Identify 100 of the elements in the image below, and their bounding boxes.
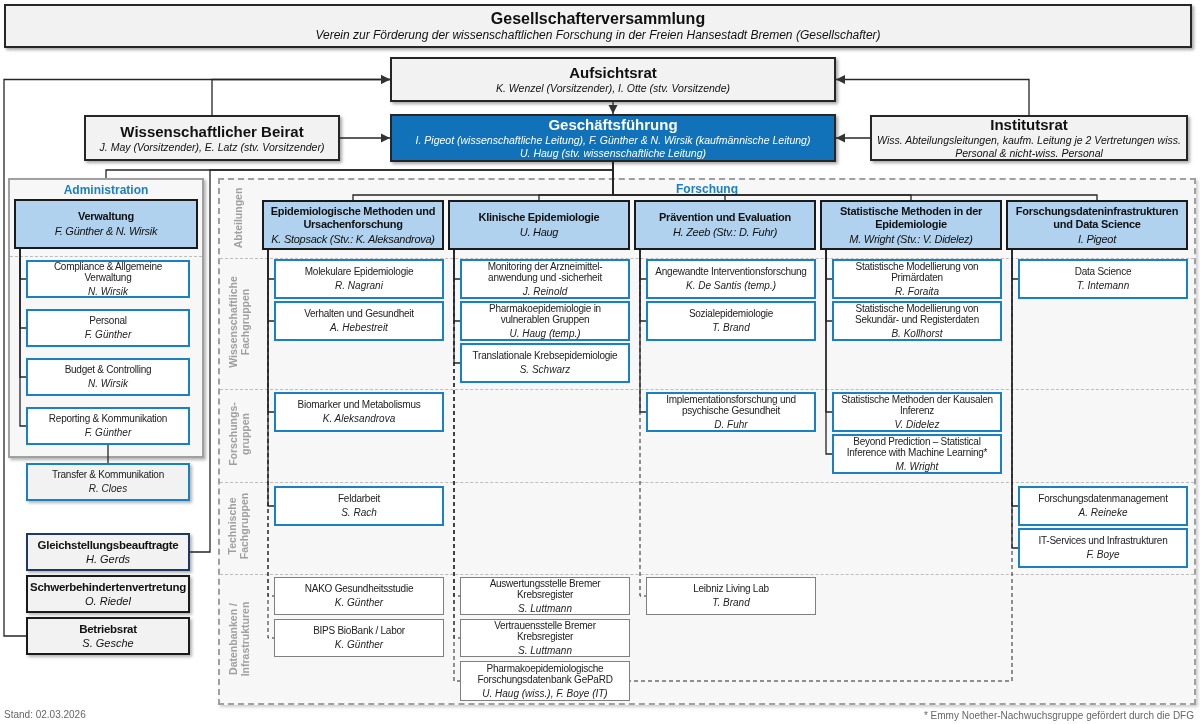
group-box xyxy=(26,358,190,396)
department-box xyxy=(1006,200,1188,250)
person-name: U. Haug xyxy=(519,225,559,239)
department-box xyxy=(820,200,1002,250)
box-title: Gesellschafterversammlung xyxy=(490,9,706,28)
person-name: T. Brand xyxy=(712,321,750,334)
person-name: I. Pigeot (wissenschaftliche Leitung), F. Günther & N. Wirsik (kaufmännische Leitung) xyxy=(415,134,811,147)
person-name: V. Didelez xyxy=(894,418,940,431)
board-box xyxy=(870,115,1188,161)
person-name: R. Cloes xyxy=(88,482,128,495)
person-name: S. Gesche xyxy=(82,636,134,650)
box-title: Schwerbehindertenvertretung xyxy=(30,580,186,594)
box-title: Epidemiologische Methoden und Ursachenforschung xyxy=(269,204,437,231)
box-title: Aufsichtsrat xyxy=(569,64,657,82)
person-name: T. Intemann xyxy=(1076,279,1130,292)
box-title: Verwaltung xyxy=(78,210,134,223)
connector-line xyxy=(825,249,833,455)
person-name: M. Wright xyxy=(895,460,939,473)
person-name: B. Kollhorst xyxy=(891,327,943,340)
group-box xyxy=(274,301,444,341)
person-name: O. Riedel xyxy=(85,594,131,608)
arrow xyxy=(3,74,391,637)
box-title: NAKO Gesundheitsstudie xyxy=(304,583,414,595)
row-label: Technische Fachgruppen xyxy=(225,491,251,562)
department-box xyxy=(14,199,198,249)
group-box xyxy=(646,259,816,299)
department-box xyxy=(448,200,630,250)
box-subtitle: Verein zur Förderung der wissenschaftlichen Forschung in der Freien Hansestadt Bremen (Gesellschafter) xyxy=(315,28,881,43)
box-title: Translationale Krebsepidemiologie xyxy=(472,350,618,362)
box-title: Geschäftsführung xyxy=(548,116,678,134)
person-name: F. Günther xyxy=(84,328,132,341)
representative-box xyxy=(26,575,190,613)
group-box xyxy=(26,407,190,445)
group-box xyxy=(1018,259,1188,299)
box-title: Institutsrat xyxy=(990,116,1068,134)
box-title: Prävention und Evaluation xyxy=(659,211,791,224)
arrow xyxy=(608,101,618,115)
box-title: Vertrauensstelle Bremer Krebsregister xyxy=(493,619,597,643)
arrow xyxy=(835,74,1030,116)
person-name: K. Günther xyxy=(334,638,384,651)
board-box xyxy=(84,115,340,161)
person-name: K. De Santis (temp.) xyxy=(686,279,776,292)
section-panel xyxy=(8,178,204,458)
box-title: Auswertungsstelle Bremer Krebsregister xyxy=(488,577,602,601)
infrastructure-box xyxy=(460,619,630,657)
box-title: Pharmakoepidemiologische Forschungsdatenbank GePaRD xyxy=(476,662,614,686)
group-box xyxy=(646,301,816,341)
box-title: Molekulare Epidemiologie xyxy=(304,266,414,278)
connector-line xyxy=(107,444,109,464)
group-box xyxy=(26,309,190,347)
infrastructure-box xyxy=(646,577,816,615)
group-box xyxy=(274,392,444,432)
group-box xyxy=(646,392,816,432)
box-title: Forschungsdatenmanagement xyxy=(1038,493,1168,505)
person-name: U. Haug (wiss.), F. Boye (IT) xyxy=(482,687,608,700)
arrow xyxy=(339,133,391,143)
footnote: * Emmy Noether-Nachwuchsgruppe gefördert durch die DFG xyxy=(923,710,1194,722)
representative-box xyxy=(26,533,190,571)
representative-box xyxy=(26,617,190,655)
person-name: S. Rach xyxy=(341,506,377,519)
group-box xyxy=(460,301,630,341)
person-name: M. Wright (Stv.: V. Didelez) xyxy=(849,231,973,246)
section-title: Forschung xyxy=(676,182,738,196)
group-box xyxy=(460,343,630,383)
person-name: K. Stopsack (Stv.: K. Aleksandrova) xyxy=(271,231,435,246)
box-title: Angewandte Interventionsforschung xyxy=(655,266,807,278)
connector-line xyxy=(19,248,27,427)
box-title: Sozialepidemiologie xyxy=(688,308,774,320)
box-title: Gleichstellungsbeauftragte xyxy=(37,538,179,552)
group-box xyxy=(26,463,190,501)
group-box xyxy=(1018,486,1188,526)
management-box xyxy=(390,114,836,162)
arrow xyxy=(835,133,871,143)
box-title: Statistische Methoden in der Epidemiologie xyxy=(838,204,983,231)
group-box xyxy=(832,259,1002,299)
department-box xyxy=(262,200,444,250)
person-name: N. Wirsik xyxy=(88,377,128,390)
person-name: A. Reineke xyxy=(1078,506,1128,519)
group-box xyxy=(274,259,444,299)
person-name: H. Zeeb (Stv.: D. Fuhr) xyxy=(672,225,778,239)
date-note: Stand: 02.03.2026 xyxy=(4,709,86,721)
person-name: S. Luttmann xyxy=(518,602,572,615)
box-title: Biomarker und Metabolismus xyxy=(297,399,421,411)
person-name: J. May (Vorsitzender), E. Latz (stv. Vorsitzender) xyxy=(99,140,325,154)
box-title: Betriebsrat xyxy=(79,622,137,636)
person-name: R. Foraita xyxy=(895,285,939,298)
box-title: Budget & Controlling xyxy=(64,364,152,376)
person-name: A. Hebestreit xyxy=(330,321,388,334)
box-title: Wissenschaftlicher Beirat xyxy=(120,122,304,141)
board-box xyxy=(4,4,1192,48)
person-name: N. Wirsik xyxy=(88,285,128,298)
person-name: I. Pigeot xyxy=(1078,231,1116,246)
person-name: J. Reinold xyxy=(522,285,568,298)
box-title: BIPS BioBank / Labor xyxy=(313,625,405,637)
box-title: Beyond Prediction – Statistical Inference with Machine Learning* xyxy=(845,435,989,459)
row-label: Abteilungen xyxy=(231,186,245,251)
box-title: Reporting & Kommunikation xyxy=(48,413,168,425)
person-name: F. Günther & N. Wirsik xyxy=(54,224,158,238)
group-box xyxy=(832,392,1002,432)
department-box xyxy=(634,200,816,250)
